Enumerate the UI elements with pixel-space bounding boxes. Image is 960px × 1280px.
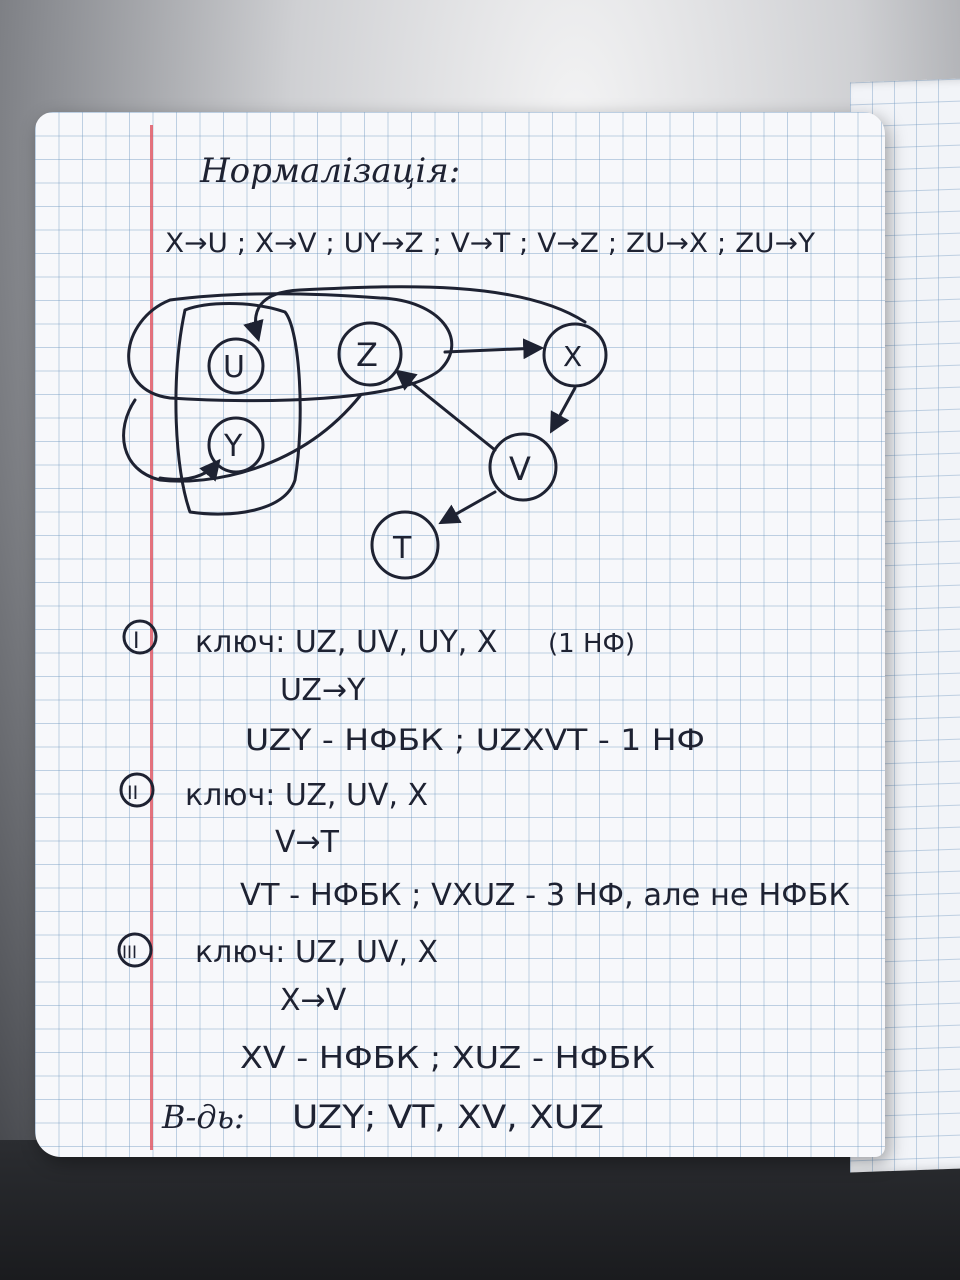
step-3-marker (117, 932, 153, 968)
graph-loop-uz (127, 292, 454, 403)
graph-edge-v-t (438, 490, 497, 525)
step-1-key: ключ: UZ, UV, UY, X (195, 625, 497, 660)
graph-label-y: Y (223, 429, 243, 464)
step-2-key: ключ: UZ, UV, X (185, 778, 428, 813)
graph-label-v: V (509, 450, 531, 488)
graph-label-u: U (223, 350, 245, 385)
graph-label-t: T (392, 531, 412, 566)
graph-label-z: Z (356, 336, 378, 374)
graph-edge-to-y (158, 458, 221, 482)
answer: В-дь: UZY; VT, XV, XUZ (161, 1098, 604, 1136)
step-2: II ключ: UZ, UV, X V→T VT - НФБК ; VXUZ … (119, 772, 850, 913)
step-3-marker-label: III (122, 943, 137, 963)
background-dark-table (0, 1140, 960, 1280)
functional-dependencies: X→U ; X→V ; UY→Z ; V→T ; V→Z ; ZU→X ; ZU… (165, 228, 816, 259)
red-margin-line (150, 125, 153, 1150)
graph-loop-uy (174, 302, 302, 516)
step-1-marker (122, 619, 158, 655)
step-1-fd: UZ→Y (280, 673, 366, 708)
step-1-nf-note: (1 НФ) (548, 629, 635, 659)
page-title: Нормалізація: (199, 151, 460, 191)
graph-edge-x-u (243, 285, 587, 343)
graph-node-u (207, 337, 265, 395)
graph-edge-x-v (549, 386, 577, 434)
graph-node-v (488, 432, 558, 502)
step-1: I ключ: UZ, UV, UY, X (1 НФ) UZ→Y UZY - … (122, 619, 705, 757)
graph-edge-v-z (394, 369, 497, 452)
step-2-marker-label: II (127, 782, 138, 804)
answer-text: UZY; VT, XV, XUZ (292, 1098, 604, 1136)
graph-node-t (370, 510, 440, 580)
notebook-page (35, 112, 885, 1157)
graph-label-x: X (563, 340, 582, 373)
answer-label: В-дь: (161, 1098, 245, 1136)
step-2-marker (119, 772, 155, 808)
dependency-graph: U Z X Y V T (122, 285, 608, 580)
graph-node-z (337, 321, 403, 387)
graph-edge-z-x (443, 338, 545, 360)
step-3: III ключ: UZ, UV, X X→V XV - НФБК ; XUZ … (117, 932, 655, 1076)
step-3-fd: X→V (280, 983, 347, 1018)
graph-loop-lower (122, 394, 362, 483)
step-3-key: ключ: UZ, UV, X (195, 935, 438, 970)
step-3-result: XV - НФБК ; XUZ - НФБК (240, 1041, 655, 1076)
step-1-result: UZY - НФБК ; UZXVT - 1 НФ (245, 723, 705, 757)
step-2-fd: V→T (275, 825, 340, 860)
step-2-result: VT - НФБК ; VXUZ - 3 НФ, але не НФБК (240, 878, 850, 913)
graph-node-y (207, 416, 265, 474)
step-1-marker-label: I (133, 629, 140, 654)
